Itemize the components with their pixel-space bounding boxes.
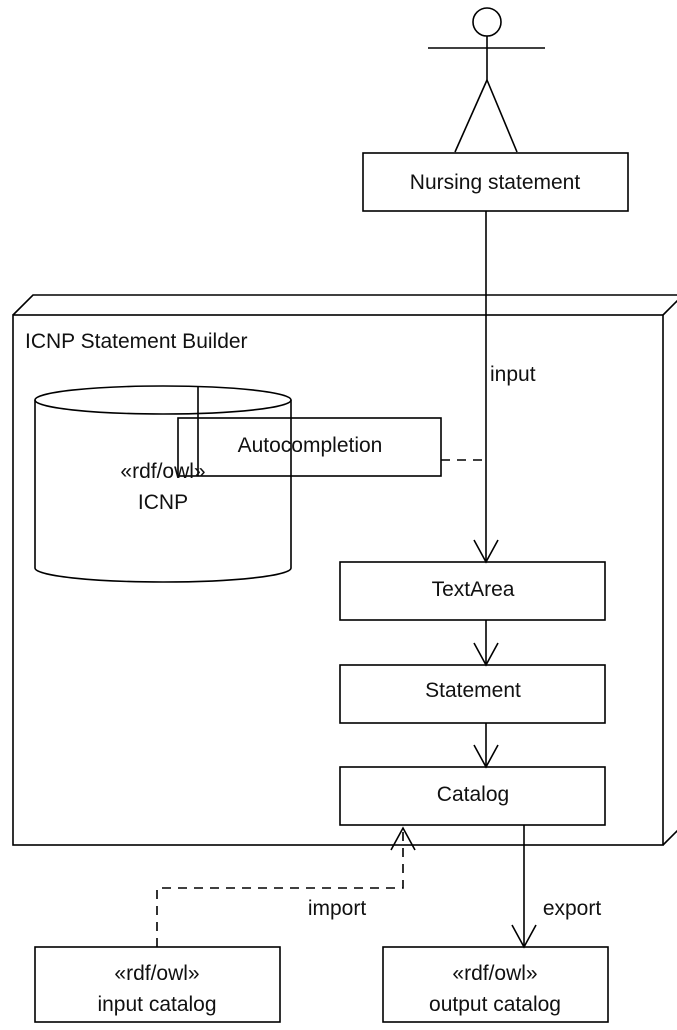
node-corner-edge xyxy=(662,299,677,316)
input-catalog-name: input catalog xyxy=(97,993,216,1016)
import-edge-label: import xyxy=(308,897,367,920)
import-connector xyxy=(156,830,404,947)
autocompletion-box xyxy=(177,417,442,477)
node-title: ICNP Statement Builder xyxy=(25,330,248,353)
actor-label-box xyxy=(362,152,629,212)
export-arrowhead xyxy=(511,924,537,949)
autocompletion-label: Autocompletion xyxy=(238,434,383,457)
database-top xyxy=(34,385,292,415)
statement-arrowhead xyxy=(473,642,499,667)
catalog-box xyxy=(339,766,606,826)
actor-label: Nursing statement xyxy=(410,171,581,194)
database-name: ICNP xyxy=(138,491,188,514)
input-edge-label: input xyxy=(490,363,536,386)
output-catalog-box xyxy=(382,946,609,1023)
actor-left-leg xyxy=(454,79,488,153)
statement-label: Statement xyxy=(425,679,521,702)
catalog-arrowhead xyxy=(473,744,499,769)
import-arrowhead xyxy=(390,826,416,851)
textarea-label: TextArea xyxy=(432,578,515,601)
database-stereotype: «rdf/owl» xyxy=(120,460,205,483)
output-catalog-name: output catalog xyxy=(429,993,561,1016)
textarea-box xyxy=(339,561,606,621)
actor-head xyxy=(472,7,502,37)
icnp-database xyxy=(34,385,292,583)
node-bottom-edge xyxy=(662,829,677,846)
statement-box xyxy=(339,664,606,724)
catalog-label: Catalog xyxy=(437,783,509,806)
node-box xyxy=(12,294,677,846)
actor-figure xyxy=(428,7,545,153)
export-edge-label: export xyxy=(543,897,602,920)
input-catalog-stereotype: «rdf/owl» xyxy=(114,962,199,985)
input-arrowhead xyxy=(473,539,499,564)
node-front xyxy=(12,314,664,846)
output-catalog-stereotype: «rdf/owl» xyxy=(452,962,537,985)
database-body xyxy=(34,400,292,583)
node-top-edge xyxy=(12,294,677,316)
actor-right-leg xyxy=(486,79,518,153)
